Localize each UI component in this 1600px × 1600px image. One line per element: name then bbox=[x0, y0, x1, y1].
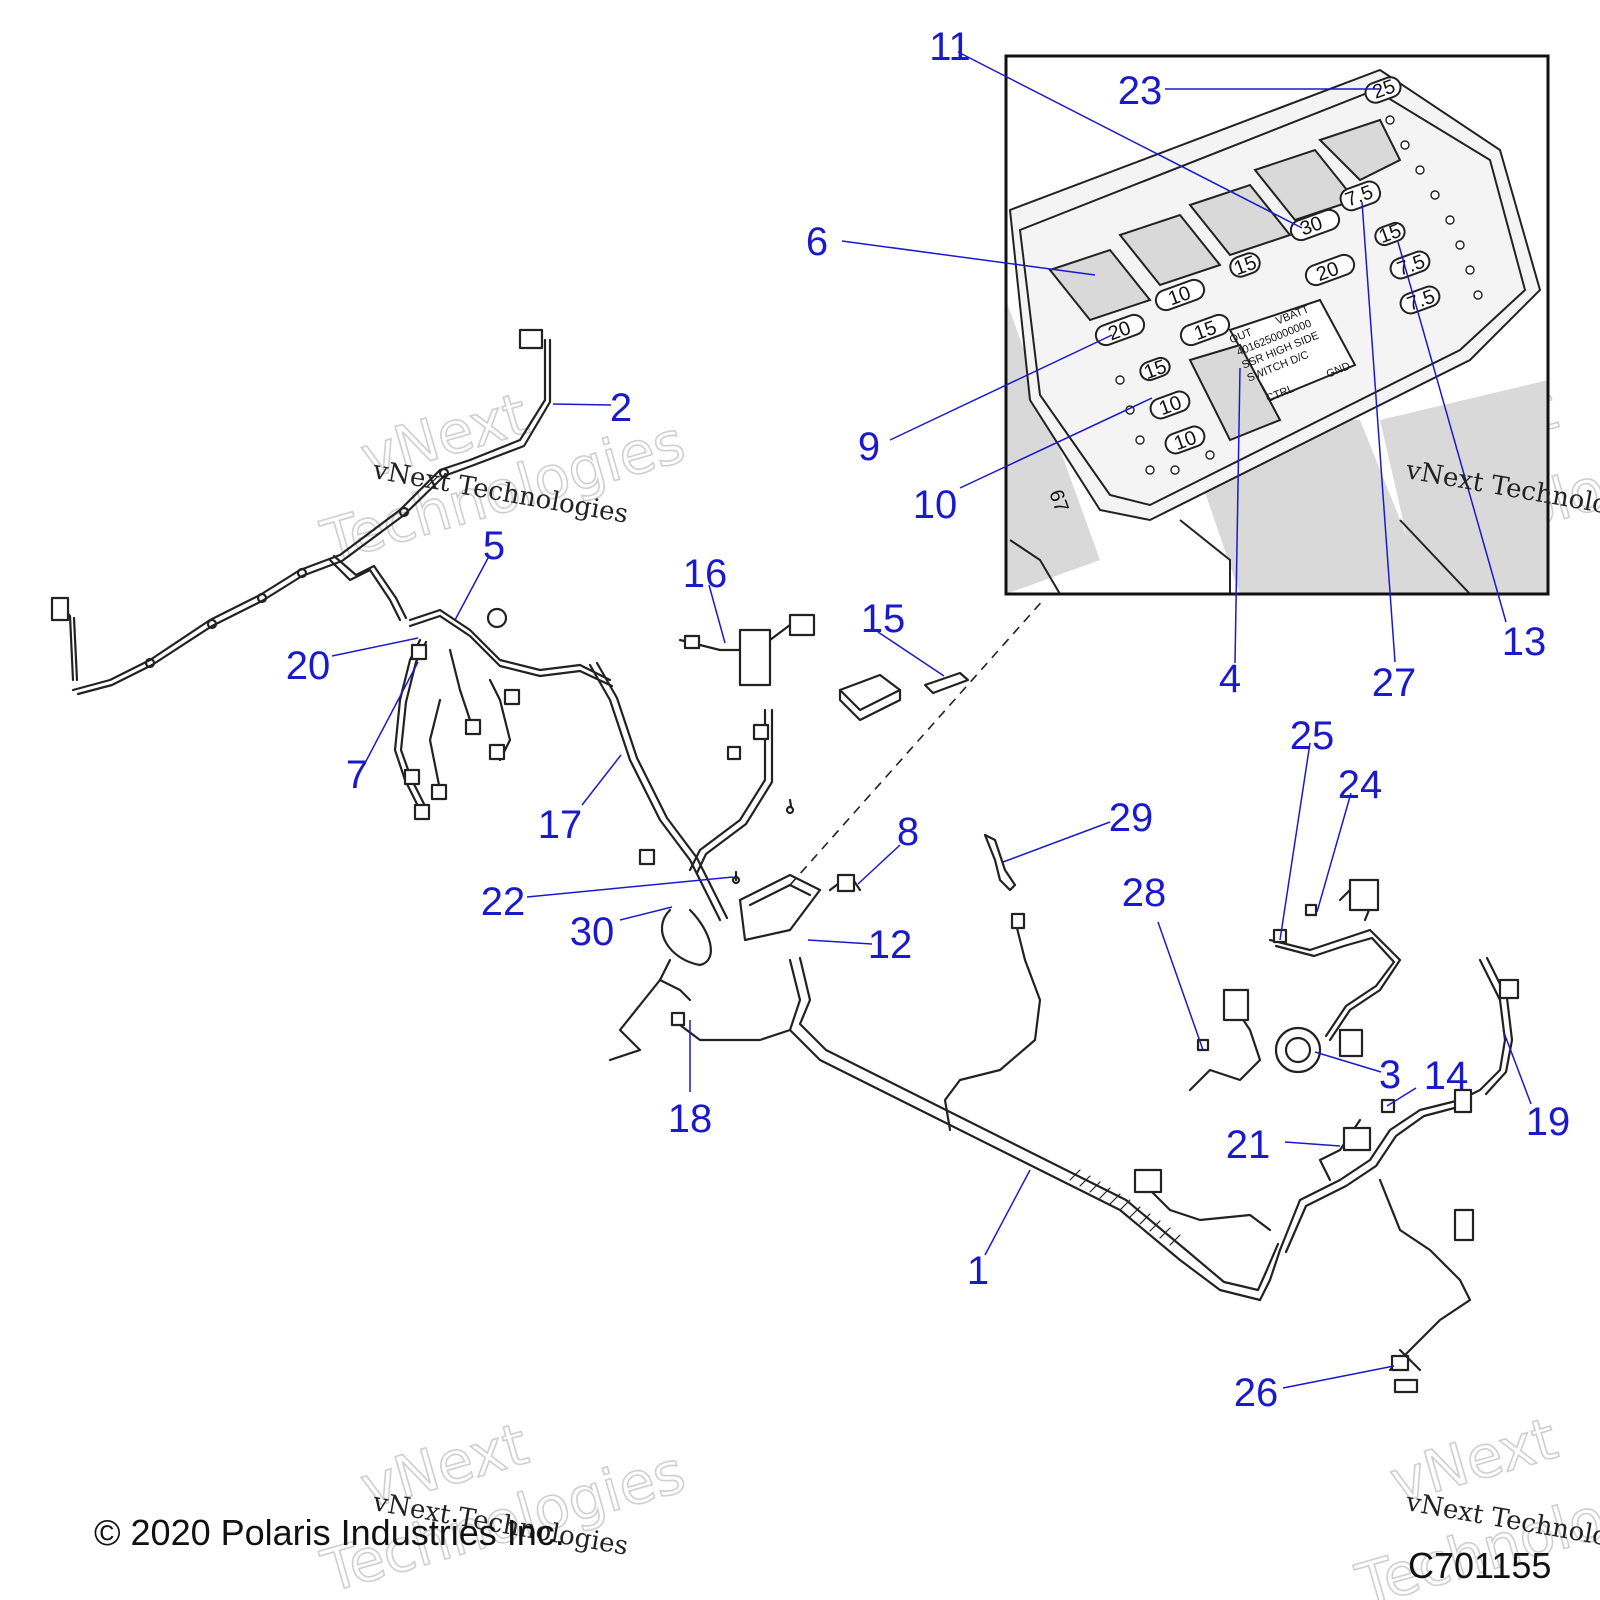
callout-15: 15 bbox=[861, 597, 906, 641]
harness-part-5 bbox=[393, 607, 614, 821]
harness-part-12 bbox=[731, 870, 862, 942]
callout-25: 25 bbox=[1290, 714, 1335, 758]
callout-10: 10 bbox=[913, 483, 958, 527]
callout-11: 11 bbox=[929, 25, 971, 69]
callout-numbers: 11 23 6 9 10 4 27 13 2 5 20 7 16 17 15 2… bbox=[286, 25, 1571, 1415]
callout-23: 23 bbox=[1118, 69, 1163, 113]
callout-24: 24 bbox=[1338, 763, 1383, 807]
callout-16: 16 bbox=[683, 552, 728, 596]
callout-13: 13 bbox=[1502, 620, 1547, 664]
fuse-box-inset: 25 30 7.5 15 7.5 20 7.5 15 10 20 15 15 1… bbox=[1004, 54, 1550, 596]
callout-19: 19 bbox=[1526, 1100, 1571, 1144]
figure-id: C701155 bbox=[1408, 1545, 1552, 1586]
callout-26: 26 bbox=[1234, 1371, 1279, 1415]
watermark-layer: vNext Technologies vNext Technologies vN… bbox=[370, 455, 1600, 1562]
callout-2: 2 bbox=[610, 386, 632, 430]
callout-18: 18 bbox=[668, 1097, 713, 1141]
callout-8: 8 bbox=[897, 810, 919, 854]
callout-6: 6 bbox=[806, 220, 828, 264]
callout-22: 22 bbox=[481, 880, 526, 924]
callout-30: 30 bbox=[570, 910, 615, 954]
callout-5: 5 bbox=[483, 524, 505, 568]
callout-27: 27 bbox=[1372, 661, 1417, 705]
harness-part-29 bbox=[943, 833, 1042, 1132]
copyright-notice: © 2020 Polaris Industries Inc. bbox=[94, 1512, 565, 1553]
callout-4: 4 bbox=[1219, 657, 1241, 701]
callout-17: 17 bbox=[538, 803, 583, 847]
harness-part-2 bbox=[50, 328, 552, 696]
callout-20: 20 bbox=[286, 644, 331, 688]
callout-29: 29 bbox=[1109, 796, 1154, 840]
harness-part-15 bbox=[838, 671, 970, 722]
callout-7: 7 bbox=[346, 753, 368, 797]
callout-leaders bbox=[331, 51, 1532, 1389]
callout-1: 1 bbox=[967, 1249, 989, 1293]
callout-3: 3 bbox=[1379, 1053, 1401, 1097]
inset-frame bbox=[1004, 54, 1550, 596]
callout-21: 21 bbox=[1226, 1123, 1271, 1167]
callout-9: 9 bbox=[858, 425, 880, 469]
callout-28: 28 bbox=[1122, 871, 1167, 915]
harness-part-26 bbox=[1393, 1348, 1422, 1394]
harness-part-17 bbox=[588, 613, 816, 922]
callout-12: 12 bbox=[868, 923, 913, 967]
harness-part-1 bbox=[788, 956, 1475, 1372]
callout-14: 14 bbox=[1424, 1054, 1469, 1098]
